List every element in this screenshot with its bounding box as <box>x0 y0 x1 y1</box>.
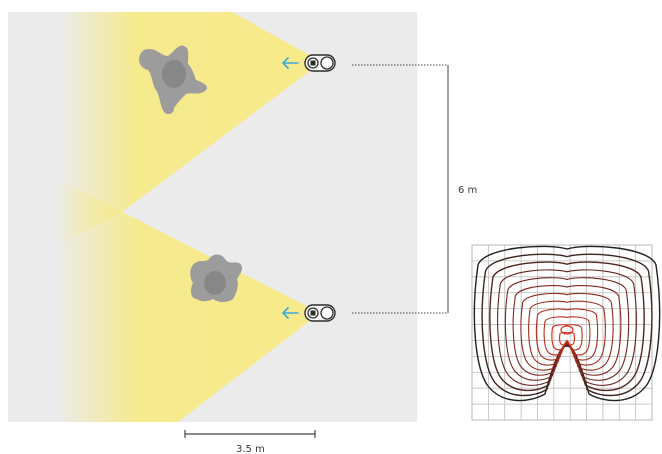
detection-beam-lower <box>60 180 320 422</box>
contour-hotspot <box>560 325 574 335</box>
detection-pattern-plot <box>471 244 661 421</box>
detection-beam-upper <box>60 12 322 245</box>
contour-line <box>559 331 575 346</box>
arrow-left-icon <box>282 307 299 319</box>
motion-sensor-icon <box>304 304 336 322</box>
person-top-view-icon <box>190 254 243 302</box>
person-top-view-icon <box>139 45 208 115</box>
arrow-left-icon <box>282 57 299 69</box>
horizontal-dimension <box>184 430 316 438</box>
horizontal-distance-label: 3.5 m <box>236 444 265 454</box>
vertical-distance-label: 6 m <box>458 185 477 196</box>
motion-sensor-icon <box>304 54 336 72</box>
vertical-dimension <box>352 64 449 314</box>
